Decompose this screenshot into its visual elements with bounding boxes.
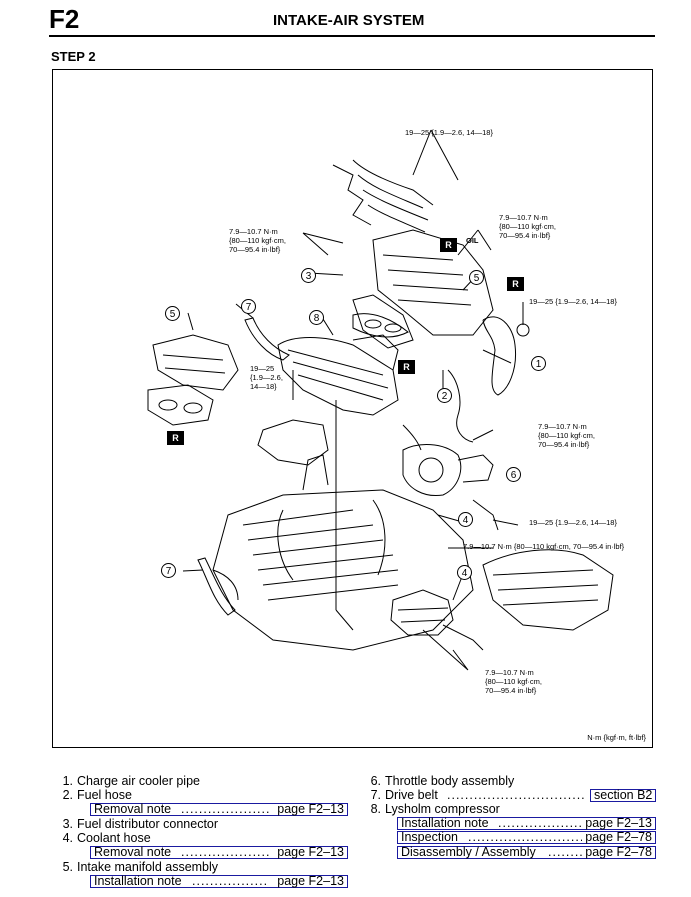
legend-item-4: 4. Coolant hose [55, 831, 151, 846]
link-label: Installation note [94, 874, 182, 888]
torque-line: {1.9—2.6, [250, 373, 283, 382]
link-label: Disassembly / Assembly [401, 845, 536, 859]
legend-item-1: 1. Charge air cooler pipe [55, 774, 200, 789]
torque-label-right-b: 19—25 {1.9—2.6, 14—18} [529, 518, 617, 527]
legend-text: Charge air cooler pipe [77, 774, 200, 788]
legend-number: 4. [62, 831, 73, 845]
callout-7: 7 [161, 563, 176, 578]
torque-line: 70—95.4 in·lbf} [538, 440, 590, 449]
link-label: Removal note [94, 802, 172, 816]
units-note: N·m {kgf·m, ft·lbf} [587, 733, 646, 742]
legend-number: 6. [370, 774, 381, 788]
legend-item-6: 6. Throttle body assembly [363, 774, 515, 789]
callout-1: 1 [531, 356, 546, 371]
callout-4: 4 [458, 512, 473, 527]
legend-text: Lysholm compressor [385, 802, 500, 816]
leader-dots: ........................................… [181, 803, 269, 816]
legend-number: 5. [62, 860, 73, 874]
callout-5: 5 [469, 270, 484, 285]
torque-line: {80—110 kgf·cm, [229, 236, 286, 245]
legend-item-5: 5. Intake manifold assembly [55, 860, 218, 875]
legend-number: 3. [62, 817, 73, 831]
torque-line: {80—110 kgf·cm, [538, 431, 595, 440]
link-page: page F2–78 [585, 845, 652, 859]
legend-text: Throttle body assembly [385, 774, 515, 788]
r-mark: R [398, 360, 415, 374]
torque-line: 70—95.4 in·lbf} [485, 686, 537, 695]
legend-item-3: 3. Fuel distributor connector [55, 817, 218, 832]
leader-dots: ........................................… [192, 875, 269, 888]
link-label: section B2 [594, 788, 653, 802]
page-title: INTAKE-AIR SYSTEM [273, 12, 425, 29]
leader-dots: ........................................… [181, 846, 269, 859]
torque-label-long: 7.9—10.7 N·m {80—110 kgf·cm, 70—95.4 in·… [463, 542, 625, 551]
legend-number: 2. [62, 788, 73, 802]
link-page: page F2–13 [277, 802, 344, 816]
torque-line: 70—95.4 in·lbf} [229, 245, 281, 254]
link-label: Installation note [401, 816, 489, 830]
leader-dots: ........................................… [447, 788, 585, 802]
torque-label-bottom: 7.9—10.7 N·m {80—110 kgf·cm, 70—95.4 in·… [485, 668, 542, 695]
fuel-hose-removal-link[interactable]: Removal note ...........................… [90, 803, 348, 816]
link-page: page F2–78 [585, 830, 652, 844]
intake-manifold-install-link[interactable]: Installation note ......................… [90, 875, 348, 888]
link-page: page F2–13 [277, 845, 344, 859]
link-page: page F2–13 [277, 874, 344, 888]
legend-item-2: 2. Fuel hose [55, 788, 132, 803]
legend-number: 7. [370, 788, 381, 802]
legend-item-7: 7. Drive belt [363, 788, 438, 803]
legend-text: Drive belt [385, 788, 438, 802]
leader-dots: ........................................… [498, 817, 582, 830]
torque-label-upper-left: 7.9—10.7 N·m {80—110 kgf·cm, 70—95.4 in·… [229, 227, 286, 254]
torque-line: 70—95.4 in·lbf} [499, 231, 551, 240]
torque-label-upper-right: 7.9—10.7 N·m {80—110 kgf·cm, 70—95.4 in·… [499, 213, 556, 240]
torque-label-top: 19—25 {1.9—2.6, 14—18} [405, 128, 493, 137]
torque-line: {80—110 kgf·cm, [485, 677, 542, 686]
callout-8: 8 [309, 310, 324, 325]
torque-line: 7.9—10.7 N·m [499, 213, 548, 222]
coolant-hose-removal-link[interactable]: Removal note ...........................… [90, 846, 348, 859]
torque-line: 14—18} [250, 382, 277, 391]
r-mark: R [167, 431, 184, 445]
callout-6: 6 [506, 467, 521, 482]
header-rule [49, 35, 655, 37]
lysholm-install-link[interactable]: Installation note ......................… [397, 817, 656, 830]
lysholm-disassembly-link[interactable]: Disassembly / Assembly .................… [397, 846, 656, 859]
leader-dots: ........................................… [468, 831, 582, 844]
oil-mark: OIL [466, 236, 479, 245]
torque-label-mid-right: 7.9—10.7 N·m {80—110 kgf·cm, 70—95.4 in·… [538, 422, 595, 449]
leader-dots: ........................................… [548, 846, 582, 859]
link-label: Inspection [401, 830, 458, 844]
lysholm-inspection-link[interactable]: Inspection .............................… [397, 831, 656, 844]
callout-3: 3 [301, 268, 316, 283]
callout-2: 2 [437, 388, 452, 403]
torque-line: {80—110 kgf·cm, [499, 222, 556, 231]
torque-line: 19—25 [250, 364, 275, 373]
callout-7: 7 [241, 299, 256, 314]
torque-line: 7.9—10.7 N·m [229, 227, 278, 236]
r-mark: R [440, 238, 457, 252]
callout-5: 5 [165, 306, 180, 321]
r-mark: R [507, 277, 524, 291]
diagram-drawing [147, 129, 614, 671]
section-code: F2 [49, 4, 80, 34]
legend-number: 8. [370, 802, 381, 816]
link-page: page F2–13 [585, 816, 652, 830]
torque-line: 7.9—10.7 N·m [538, 422, 587, 431]
step-label: STEP 2 [51, 49, 96, 64]
callout-4: 4 [457, 565, 472, 580]
drive-belt-section-link[interactable]: section B2 [590, 789, 656, 802]
link-label: Removal note [94, 845, 172, 859]
legend-item-8: 8. Lysholm compressor [363, 802, 500, 817]
legend-text: Coolant hose [77, 831, 151, 845]
torque-line: 7.9—10.7 N·m [485, 668, 534, 677]
legend-text: Intake manifold assembly [77, 860, 219, 874]
legend-number: 1. [62, 774, 73, 788]
legend-text: Fuel distributor connector [77, 817, 219, 831]
exploded-diagram: 19—25 {1.9—2.6, 14—18} 7.9—10.7 N·m {80—… [52, 69, 653, 748]
legend-text: Fuel hose [77, 788, 132, 802]
torque-label-right-a: 19—25 {1.9—2.6, 14—18} [529, 297, 617, 306]
torque-label-mid-left: 19—25 {1.9—2.6, 14—18} [250, 364, 283, 391]
